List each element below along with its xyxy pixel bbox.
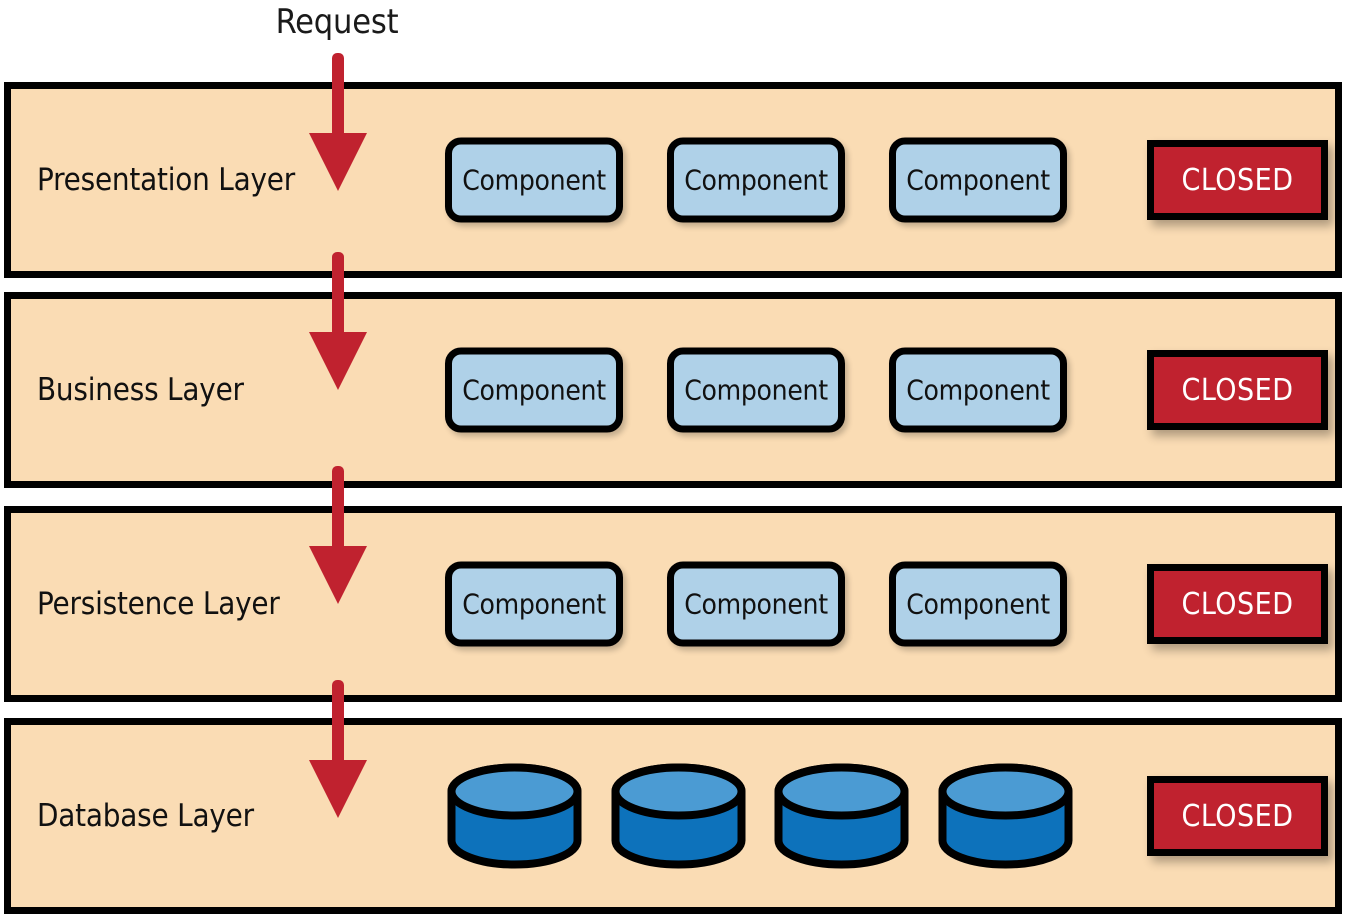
component-label: Component xyxy=(462,587,606,621)
component-box[interactable]: Component xyxy=(889,561,1067,647)
layer-presentation: Presentation Layer Component Component Comp… xyxy=(4,82,1342,278)
closed-status-badge: CLOSED xyxy=(1147,564,1328,644)
arrow-presentation-to-business xyxy=(305,252,371,392)
closed-badge-label: CLOSED xyxy=(1181,162,1294,198)
database-cylinder-icon[interactable] xyxy=(611,763,746,869)
arrow-persistence-to-database xyxy=(305,680,371,820)
component-box[interactable]: Component xyxy=(667,347,845,433)
component-box[interactable]: Component xyxy=(445,137,623,223)
component-box[interactable]: Component xyxy=(667,137,845,223)
component-label: Component xyxy=(906,587,1050,621)
component-label: Component xyxy=(462,163,606,197)
layer-label-business: Business Layer xyxy=(37,372,244,408)
component-box[interactable]: Component xyxy=(445,561,623,647)
layer-label-persistence: Persistence Layer xyxy=(37,586,280,622)
layer-persistence: Persistence Layer Component Component Compo… xyxy=(4,506,1342,702)
database-cylinder-icon[interactable] xyxy=(774,763,909,869)
database-cylinder-icon[interactable] xyxy=(447,763,582,869)
closed-status-badge: CLOSED xyxy=(1147,140,1328,220)
closed-badge-label: CLOSED xyxy=(1181,372,1294,408)
closed-status-badge: CLOSED xyxy=(1147,776,1328,856)
component-label: Component xyxy=(684,163,828,197)
component-box[interactable]: Component xyxy=(445,347,623,433)
layer-label-database: Database Layer xyxy=(37,798,254,834)
closed-badge-label: CLOSED xyxy=(1181,798,1294,834)
arrow-into-presentation xyxy=(305,53,371,193)
closed-badge-label: CLOSED xyxy=(1181,586,1294,622)
closed-status-badge: CLOSED xyxy=(1147,350,1328,430)
component-label: Component xyxy=(684,587,828,621)
database-cylinder-icon[interactable] xyxy=(938,763,1073,869)
component-label: Component xyxy=(906,373,1050,407)
component-box[interactable]: Component xyxy=(889,137,1067,223)
arrow-business-to-persistence xyxy=(305,466,371,606)
component-box[interactable]: Component xyxy=(889,347,1067,433)
layer-database: Database Layer CLOSED xyxy=(4,718,1342,914)
component-label: Component xyxy=(462,373,606,407)
layer-business: Business Layer Component Component Componen… xyxy=(4,292,1342,488)
component-label: Component xyxy=(906,163,1050,197)
component-box[interactable]: Component xyxy=(667,561,845,647)
request-label: Request xyxy=(275,2,399,42)
component-label: Component xyxy=(684,373,828,407)
layer-label-presentation: Presentation Layer xyxy=(37,162,296,198)
